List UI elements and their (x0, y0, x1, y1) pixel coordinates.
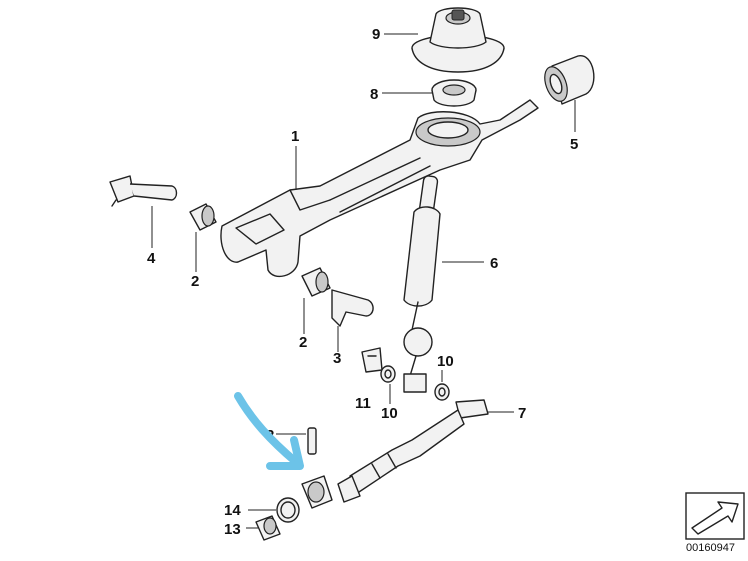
callout-7: 8 (370, 86, 378, 103)
callout-2-upper: 2 (191, 273, 199, 290)
callout-10-left: 10 (381, 405, 398, 422)
part-washer-right (434, 383, 450, 401)
part-shift-lever (403, 175, 441, 393)
callout-6: 6 (490, 255, 498, 272)
part-bearing-cup (431, 79, 477, 107)
leader-lines (151, 33, 576, 529)
part-code: 00160947 (686, 542, 735, 554)
part-shift-boot (411, 7, 505, 73)
annotation-arrow (234, 392, 304, 470)
arrow-icon (685, 492, 745, 540)
part-sleeve-bushing (544, 55, 595, 105)
part-washer-left (380, 365, 396, 383)
part-ring-14 (276, 497, 300, 523)
callout-10-right: 10 (437, 353, 454, 370)
callout-9: 7 (518, 405, 526, 422)
callout-2-lower: 2 (299, 334, 307, 351)
callout-14: 14 (224, 502, 241, 519)
callout-5: 5 (570, 136, 578, 153)
part-clip (331, 289, 374, 327)
callout-3: 3 (333, 350, 341, 367)
callout-1: 1 (291, 128, 299, 145)
part-selector-rod (337, 399, 489, 503)
part-shift-housing (220, 99, 539, 278)
part-spring-clip (361, 347, 383, 373)
callout-8: 9 (372, 26, 380, 43)
callout-13: 13 (224, 521, 241, 538)
part-bushing-lower (301, 267, 331, 297)
part-retaining-pin (109, 175, 178, 207)
part-pin (307, 427, 317, 455)
part-joint (301, 475, 333, 509)
part-bushing-upper (189, 203, 217, 231)
callout-4: 4 (147, 250, 156, 267)
part-bushing-13 (255, 515, 281, 541)
callout-11: 11 (355, 395, 371, 412)
